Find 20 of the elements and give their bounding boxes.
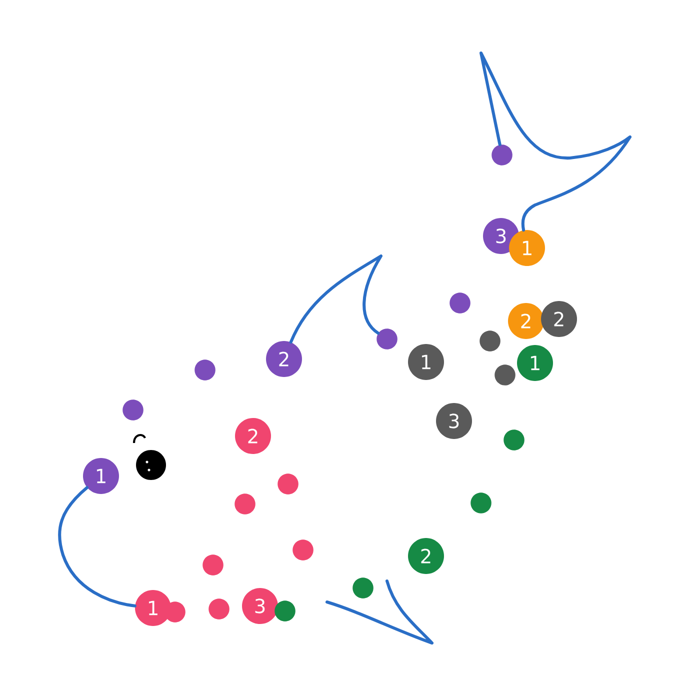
- outline-curve: [479, 51, 632, 232]
- dot: [480, 330, 500, 352]
- dot: [376, 328, 398, 350]
- outline-curve: [289, 254, 383, 344]
- dot: [470, 492, 492, 514]
- dot: [278, 474, 298, 494]
- dot: [274, 600, 296, 622]
- outline-curve: [58, 486, 136, 608]
- dot: [292, 540, 314, 560]
- dot: [122, 400, 144, 420]
- dot: [352, 578, 374, 598]
- dot: [194, 360, 216, 380]
- dot: [492, 144, 512, 166]
- dot: [450, 292, 470, 314]
- dot: [504, 430, 524, 450]
- dot: [208, 598, 230, 620]
- dot: [164, 602, 186, 622]
- dot: [234, 494, 256, 514]
- dot: [494, 364, 516, 386]
- dot: [202, 554, 224, 576]
